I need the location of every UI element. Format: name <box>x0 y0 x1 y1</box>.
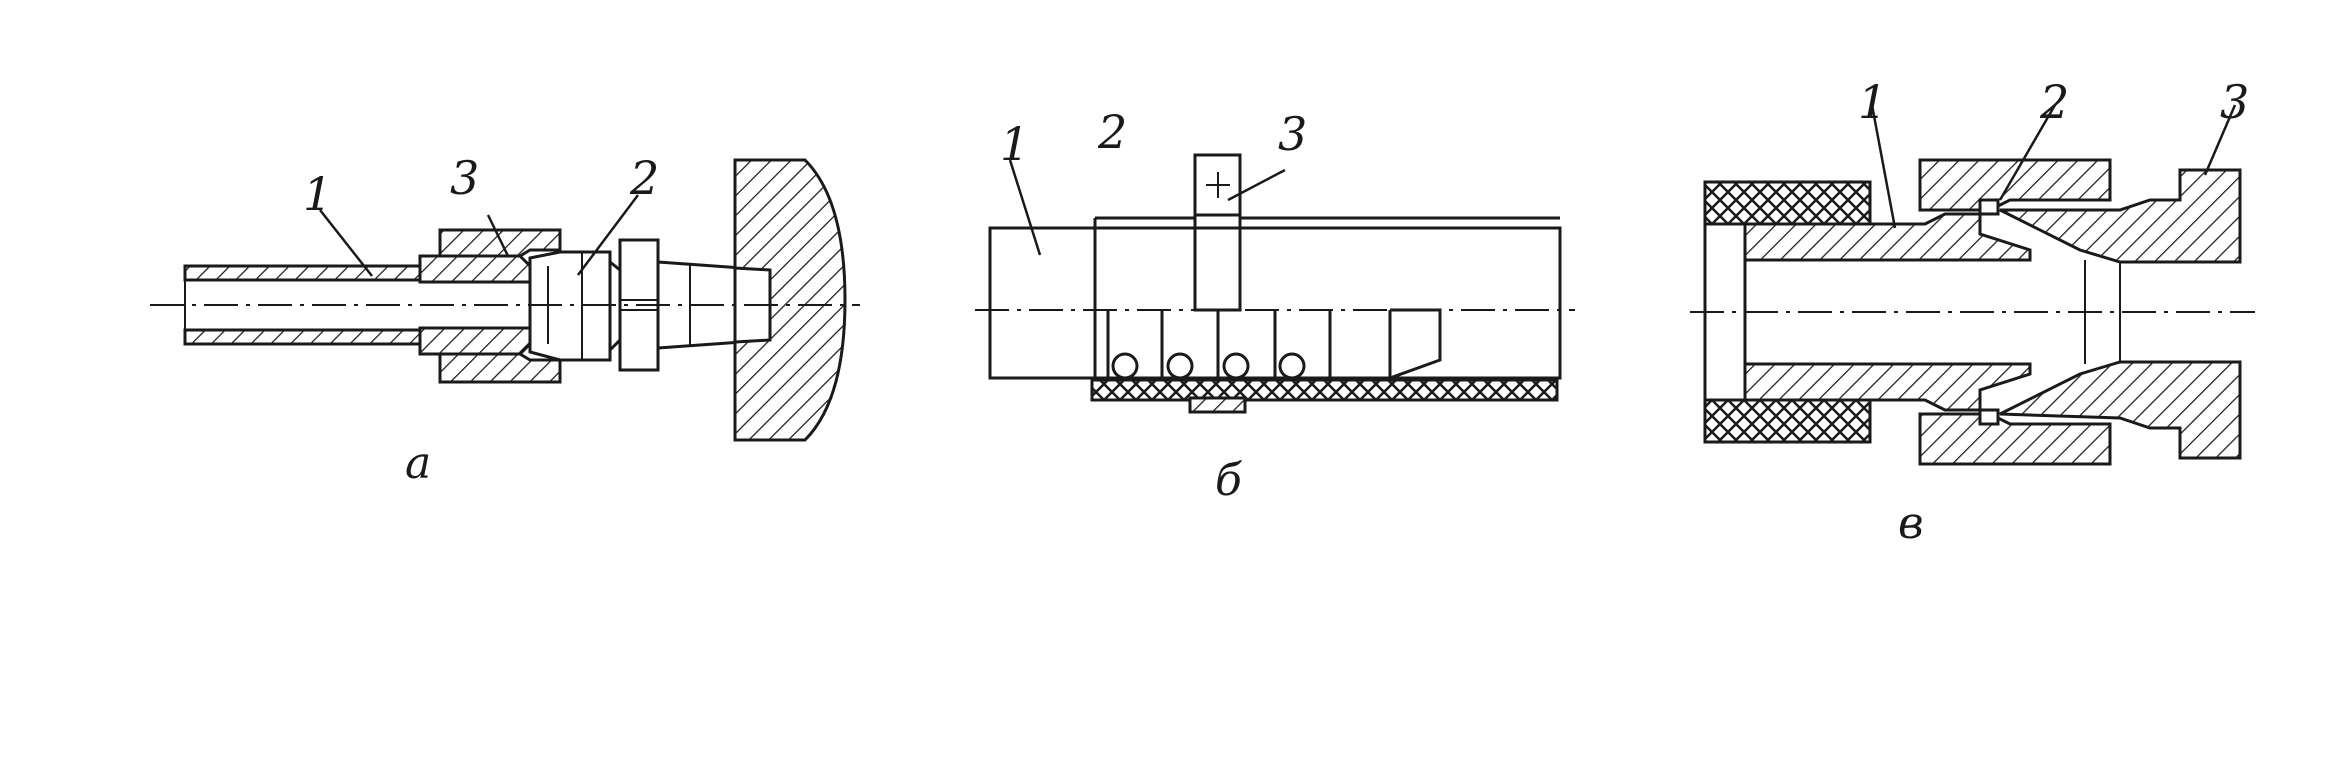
caption-a: а <box>405 438 431 489</box>
insert-1-top <box>1743 212 2032 262</box>
callout-3: 3 <box>1278 107 1307 161</box>
clamp-coils <box>1106 308 1442 380</box>
sleeve-top <box>418 254 532 284</box>
callout-2: 2 <box>1097 105 1127 159</box>
callout-3: 3 <box>450 151 479 205</box>
figure-a: 1 2 3 а <box>150 151 860 489</box>
fitting-3-top <box>1999 168 2242 264</box>
nut-3-top <box>438 228 562 258</box>
outer-hose <box>1090 378 1559 402</box>
tube-1-wall-top <box>183 264 427 282</box>
callout-3: 3 <box>2220 75 2249 129</box>
wall-section <box>733 158 847 442</box>
screw-3-tip <box>1188 396 1247 414</box>
nut-2-top <box>1918 158 2112 212</box>
callout-2: 2 <box>629 151 659 205</box>
caption-c: в <box>1898 498 1924 549</box>
callout-1: 1 <box>1858 75 1887 129</box>
figure-b: 1 2 3 б <box>975 105 1575 506</box>
nut-2-bottom <box>1918 412 2112 466</box>
caption-b: б <box>1215 455 1242 506</box>
callout-1: 1 <box>1000 117 1029 171</box>
hose-top <box>1703 180 1872 226</box>
tube-1-wall-bottom <box>183 328 427 346</box>
nut-3-bottom <box>438 352 562 384</box>
sleeve-bottom <box>418 326 532 356</box>
hose-bottom <box>1703 398 1872 444</box>
fitting-3-bottom <box>1999 360 2242 460</box>
figure-c: 1 2 3 в <box>1690 75 2255 549</box>
callout-1: 1 <box>303 167 332 221</box>
callout-2: 2 <box>2039 75 2069 129</box>
